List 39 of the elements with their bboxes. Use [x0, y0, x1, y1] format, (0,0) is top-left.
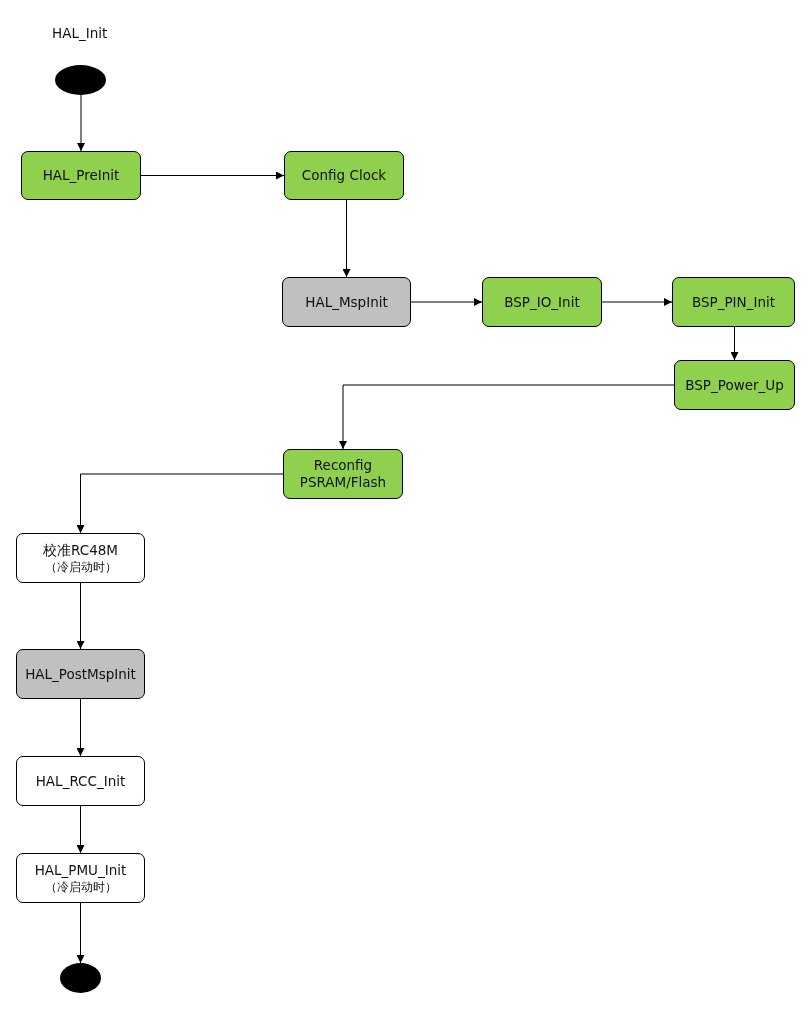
step-label: HAL_MspInit	[305, 293, 388, 311]
arrow	[77, 94, 85, 152]
step-label: HAL_PostMspInit	[25, 665, 136, 683]
step-label: HAL_PMU_Init	[34, 861, 127, 879]
arrow	[339, 384, 675, 450]
process-box	[283, 449, 403, 499]
step-label: Reconfig PSRAM/Flash	[298, 457, 388, 491]
step-label: Config Clock	[301, 167, 387, 184]
process-box	[282, 277, 411, 327]
step-note: （冷启动时）	[44, 878, 117, 895]
arrow	[342, 199, 351, 278]
arrow	[410, 298, 483, 306]
arrow	[140, 171, 285, 180]
arrow	[76, 902, 85, 964]
start-label: HAL_Init	[52, 25, 108, 41]
process-box	[16, 756, 145, 806]
arrow	[76, 473, 284, 534]
step-label: HAL_RCC_Init	[35, 772, 126, 790]
arrow	[76, 698, 85, 757]
arrow	[601, 298, 673, 306]
process-box	[16, 853, 145, 903]
step-label: HAL_PreInit	[42, 167, 120, 184]
process-box	[284, 151, 404, 200]
step-label: BSP_PIN_Init	[691, 293, 775, 311]
arrow	[730, 326, 739, 361]
start-node	[55, 65, 106, 95]
process-box	[672, 277, 795, 327]
step-label: 校准RC48M	[43, 541, 118, 559]
process-box	[674, 360, 795, 410]
process-box	[16, 649, 145, 699]
step-note: （冷启动时）	[44, 558, 117, 575]
arrow	[76, 582, 85, 650]
step-label: BSP_Power_Up	[685, 376, 784, 394]
process-box	[482, 277, 602, 327]
arrow	[76, 805, 85, 854]
process-box	[21, 151, 141, 200]
step-label: BSP_IO_Init	[504, 293, 580, 311]
process-box	[16, 533, 145, 583]
end-node	[60, 963, 101, 993]
